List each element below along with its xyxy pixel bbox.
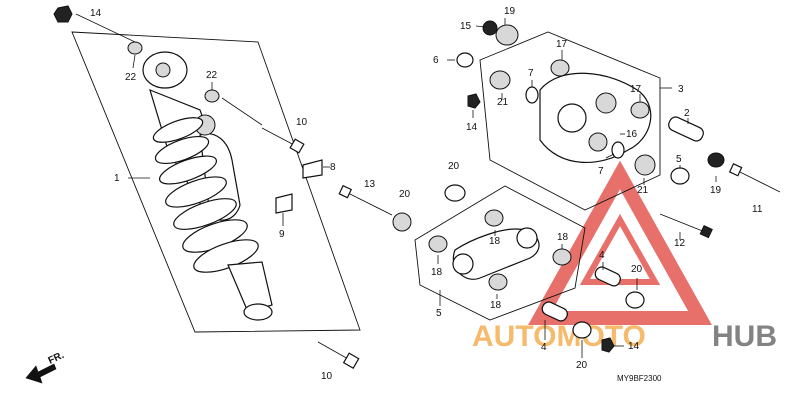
watermark-triangle bbox=[528, 160, 712, 325]
dust-seal-19-top bbox=[495, 24, 519, 46]
callout-20-center: 20 bbox=[448, 161, 460, 172]
callout-21-right: 21 bbox=[637, 185, 649, 196]
nut-14-link bbox=[601, 337, 615, 353]
collar-4-upper bbox=[594, 266, 621, 287]
callout-14-link: 14 bbox=[628, 341, 640, 352]
callout-6: 6 bbox=[433, 55, 439, 66]
callout-14-arm: 14 bbox=[466, 122, 478, 133]
callout-2: 2 bbox=[684, 108, 690, 119]
callout-20-right: 20 bbox=[631, 264, 643, 275]
needle-bearing-21a bbox=[489, 70, 511, 90]
arm-bolt-11 bbox=[728, 162, 781, 193]
shock-lower-body bbox=[227, 261, 273, 313]
warning-label-8 bbox=[302, 159, 323, 179]
callout-5-upper: 5 bbox=[676, 154, 682, 165]
dust-seal-20c bbox=[625, 291, 645, 309]
needle-bearing-17a bbox=[550, 59, 570, 77]
dust-seal-20a bbox=[392, 212, 412, 232]
link-bolt-13 bbox=[338, 184, 393, 216]
callout-20-bottom: 20 bbox=[576, 360, 588, 371]
callout-20-left: 20 bbox=[399, 189, 411, 200]
callout-8: 8 bbox=[330, 162, 336, 173]
nut-14-arm bbox=[467, 93, 481, 109]
callout-19-lower: 19 bbox=[710, 185, 722, 196]
callout-17-right: 17 bbox=[630, 84, 642, 95]
link-bolt-12 bbox=[659, 213, 713, 239]
callout-22-left: 22 bbox=[125, 72, 137, 83]
callout-16: 16 bbox=[626, 129, 638, 140]
upper-collar-left bbox=[127, 41, 143, 55]
callout-18-left: 18 bbox=[431, 267, 443, 278]
callout-3: 3 bbox=[678, 84, 684, 95]
collar-6 bbox=[456, 52, 474, 68]
callout-21-left: 21 bbox=[497, 97, 509, 108]
callout-5-lower: 5 bbox=[436, 308, 442, 319]
front-direction-indicator: FR. bbox=[25, 350, 66, 384]
callout-17-top: 17 bbox=[556, 39, 568, 50]
needle-bearing-21b bbox=[634, 154, 656, 176]
callout-4-lower: 4 bbox=[541, 342, 547, 353]
callout-18-right: 18 bbox=[557, 232, 569, 243]
shock-panel-outline bbox=[71, 31, 361, 333]
snap-ring-7a bbox=[525, 86, 539, 104]
callout-10-lower: 10 bbox=[321, 371, 333, 382]
upper-nut bbox=[53, 5, 73, 23]
shock-absorber-group bbox=[53, 5, 361, 370]
dust-seal-20b bbox=[444, 184, 466, 202]
watermark-logo: AUTOMOTO HUB bbox=[472, 160, 777, 353]
callout-9: 9 bbox=[279, 229, 285, 240]
front-direction-label: FR. bbox=[47, 350, 66, 367]
watermark-brand-part1: AUTOMOTO bbox=[472, 320, 646, 353]
warning-label-9 bbox=[275, 193, 293, 214]
callout-22-right: 22 bbox=[206, 70, 218, 81]
callout-14-top: 14 bbox=[90, 8, 102, 19]
watermark-brand-part2: HUB bbox=[712, 320, 777, 353]
shock-arm bbox=[539, 72, 652, 164]
shock-link-group bbox=[338, 184, 645, 353]
callout-15: 15 bbox=[460, 21, 472, 32]
front-arrow-icon bbox=[25, 363, 57, 384]
callout-18-bottom: 18 bbox=[490, 300, 502, 311]
upper-mount-bolt bbox=[261, 127, 305, 154]
needle-bearing-17b bbox=[630, 101, 650, 119]
callout-leaders bbox=[132, 18, 717, 358]
figure-code: MY9BF2300 bbox=[617, 374, 662, 383]
needle-bearing-18d bbox=[488, 273, 508, 291]
callout-13: 13 bbox=[364, 179, 376, 190]
callout-numbers: 1 14 22 22 10 8 9 10 15 19 6 17 7 21 14 … bbox=[90, 6, 763, 382]
snap-ring-7b bbox=[611, 141, 625, 159]
callout-18-top: 18 bbox=[489, 236, 501, 247]
nut-15 bbox=[482, 20, 498, 36]
callout-12: 12 bbox=[674, 238, 686, 249]
callout-7-right: 7 bbox=[598, 166, 604, 177]
shock-arm-panel-outline bbox=[479, 31, 661, 211]
callout-7-top: 7 bbox=[528, 68, 534, 79]
callout-1: 1 bbox=[114, 173, 120, 184]
collar-5-upper bbox=[670, 167, 690, 185]
callout-4-upper: 4 bbox=[599, 250, 605, 261]
collar-2 bbox=[668, 116, 704, 142]
dust-seal-19-lower bbox=[707, 152, 725, 168]
needle-bearing-18c bbox=[552, 248, 572, 266]
callout-11: 11 bbox=[752, 204, 763, 215]
callout-19-top: 19 bbox=[504, 6, 516, 17]
shock-link-panel-outline bbox=[414, 185, 586, 321]
shock-arm-group bbox=[456, 20, 781, 239]
needle-bearing-18b bbox=[428, 235, 448, 253]
lower-mount-bolt bbox=[317, 341, 360, 370]
upper-collar-right bbox=[204, 89, 220, 103]
shock-spring bbox=[152, 117, 259, 273]
needle-bearing-18a bbox=[484, 209, 504, 227]
collar-4-lower bbox=[541, 301, 568, 322]
dust-seal-20d bbox=[572, 321, 592, 339]
callout-10-upper: 10 bbox=[296, 117, 308, 128]
